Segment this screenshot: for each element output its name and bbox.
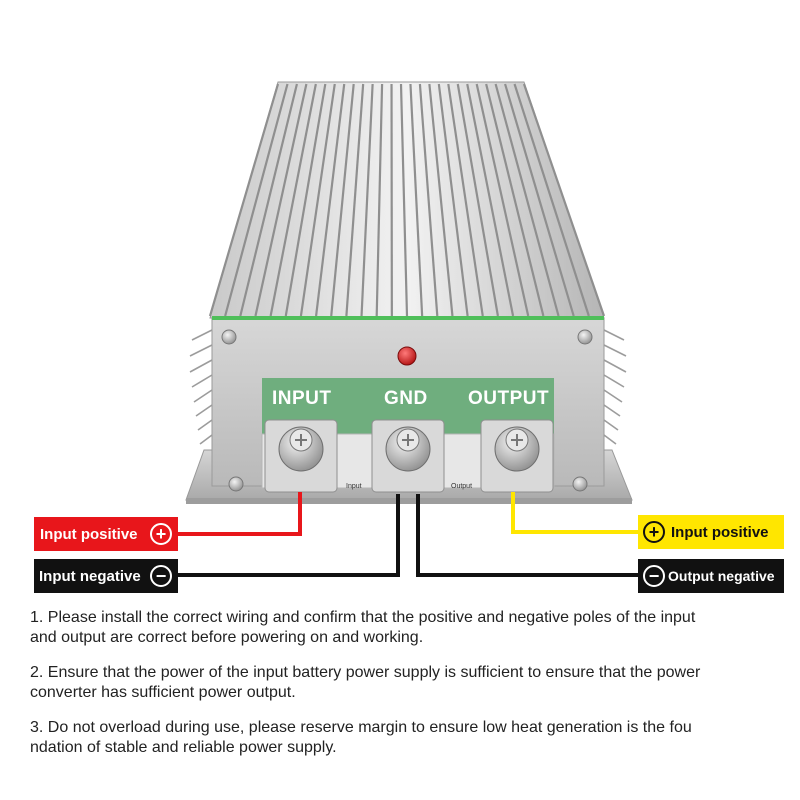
usage-notes: 1. Please install the correct wiring and… (30, 608, 782, 773)
panel-screws (221, 329, 593, 492)
heatsink-fin-line (269, 83, 317, 317)
heatsink-fins (208, 81, 606, 319)
heatsink-fin-line (504, 83, 575, 317)
heatsink-fin-line (399, 83, 409, 317)
panel-output-label: OUTPUT (468, 388, 550, 409)
heatsink-fin-line (360, 83, 374, 317)
plus-icon: + (150, 523, 172, 545)
output-negative-callout-right: − Output negative (638, 559, 784, 593)
panel-small-output: Output (451, 483, 473, 490)
terminal-blocks (264, 419, 554, 493)
heatsink-fin-line (456, 83, 500, 317)
callout-text: Input negative (39, 567, 141, 585)
plus-icon: + (643, 521, 665, 543)
heatsink-fin-line (513, 83, 590, 317)
input-positive-callout-right: + Input positive (638, 515, 784, 549)
note-1: 1. Please install the correct wiring and… (30, 609, 696, 646)
heatsink-fin-line (522, 83, 606, 317)
heatsink-fin-line (345, 83, 365, 317)
panel-gnd-label: GND (384, 388, 428, 409)
heatsink-fin-line (208, 83, 280, 317)
heatsink-fin-line (314, 83, 346, 317)
input-positive-callout-left: Input positive + (34, 517, 178, 551)
callout-text: Input positive (671, 523, 769, 541)
heatsink-fin-line (475, 83, 530, 317)
heatsink-fin-line (299, 83, 336, 317)
minus-icon: − (150, 565, 172, 587)
input-negative-callout-left: Input negative − (34, 559, 178, 593)
heatsink-fin-line (284, 83, 327, 317)
heatsink-fin-line (418, 83, 439, 317)
heatsink-fin-line (254, 83, 308, 317)
status-led (397, 346, 417, 366)
heatsink-fin-line (447, 83, 484, 317)
heatsink-fin-line (466, 83, 515, 317)
heatsink-fin-line (409, 83, 424, 317)
heatsink-fin-line (437, 83, 469, 317)
wiring (178, 492, 640, 577)
heatsink-fin-line (330, 83, 355, 317)
panel-small-input: Input (346, 483, 362, 490)
note-2: 2. Ensure that the power of the input ba… (30, 664, 701, 701)
callout-text: Input positive (40, 525, 138, 543)
dc-converter-illustration (178, 81, 640, 577)
heatsink-fin-line (428, 83, 454, 317)
heatsink-fin-line (494, 83, 560, 317)
heatsink-fin-line (375, 83, 384, 317)
heatsink-fin-line (485, 83, 545, 317)
note-3: 3. Do not overload during use, please re… (30, 719, 692, 756)
minus-icon: − (643, 565, 665, 587)
panel-input-label: INPUT (272, 388, 332, 409)
callout-text: Output negative (668, 568, 775, 584)
heatsink-fin-line (239, 83, 298, 317)
side-fins (189, 329, 627, 445)
heatsink-fin-line (224, 83, 289, 317)
